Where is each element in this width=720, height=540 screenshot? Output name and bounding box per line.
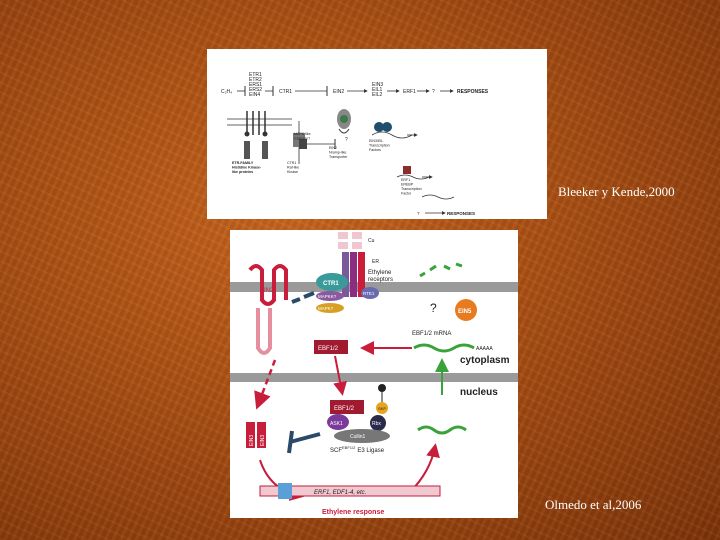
ethylene-response-label: Ethylene response bbox=[322, 509, 384, 516]
ask1-label: ASK1 bbox=[330, 421, 343, 427]
ein5-mrna: ? EIN5 EBF1/2 mRNA AAAAA bbox=[360, 262, 493, 355]
ein2-label: EIN2 bbox=[260, 288, 274, 294]
nuclear-membrane bbox=[230, 373, 518, 382]
responses-caption: RESPONSES bbox=[447, 211, 475, 216]
responses-label: RESPONSES bbox=[457, 89, 489, 95]
ein3-label-b: EIN3 bbox=[260, 435, 266, 446]
mrna-label: EBF1/2 mRNA bbox=[412, 331, 451, 337]
polya-label: AAAAA bbox=[476, 346, 493, 352]
target-gene: ERF1, EDF1-4, etc. bbox=[259, 483, 441, 499]
ein3-dimer: EIN3 EIN3 bbox=[246, 422, 321, 454]
gene-label: ERF1, EDF1-4, etc. bbox=[314, 490, 366, 496]
question-mark: ? bbox=[345, 137, 348, 143]
ebf-label: EBF1/2 bbox=[318, 346, 339, 352]
ein2-label: EIN2 bbox=[333, 89, 344, 95]
mrna-nuclear bbox=[417, 425, 467, 435]
ebf-nuclear-label: EBF1/2 bbox=[334, 406, 355, 412]
scf-complex: EBF1/2 ASK1 SKP Rbx Cullin1 SCFEBF1/2E3 … bbox=[327, 384, 390, 454]
ctr1-complex: CTR1 MAPKK? MAPK? RTE1 bbox=[316, 273, 379, 313]
ctr1-label: CTR1 bbox=[279, 89, 292, 95]
caption-top: Bleeker y Kende,2000 bbox=[558, 184, 675, 199]
ebf-cytoplasm: EBF1/2 bbox=[314, 340, 348, 354]
caption-bottom: Olmedo et al,2006 bbox=[545, 497, 642, 512]
rbx-label: Rbx bbox=[372, 421, 381, 427]
scf-label: SCFEBF1/2E3 Ligase bbox=[330, 445, 385, 454]
cytoplasm-label: cytoplasm bbox=[460, 355, 510, 366]
mapkk-label: MAPKK? bbox=[318, 294, 337, 299]
er-label: ER bbox=[372, 259, 379, 265]
ctr1-label: CTR1 bbox=[323, 281, 339, 287]
ein2-cartoon bbox=[337, 109, 351, 134]
ein3-cartoon bbox=[371, 122, 418, 139]
ethylene-label: C₂H₄ bbox=[221, 89, 232, 95]
ein2-protein: EIN2 bbox=[248, 264, 315, 355]
copper-ions: Cu bbox=[338, 232, 375, 249]
er-membrane bbox=[230, 282, 518, 292]
mapk-label: MAPK? bbox=[318, 306, 334, 311]
erf1-label: ERF1 bbox=[403, 89, 416, 95]
cu-label: Cu bbox=[368, 238, 375, 244]
unknown-label: ? bbox=[432, 89, 435, 95]
ein5-label: EIN5 bbox=[458, 309, 472, 315]
erf1-cartoon bbox=[396, 166, 455, 200]
nucleus-label: nucleus bbox=[460, 387, 498, 398]
question-mark-2: ? bbox=[417, 211, 420, 216]
skp-label: SKP bbox=[378, 406, 386, 411]
ein3-label-a: EIN3 bbox=[249, 435, 255, 446]
rte1-label: RTE1 bbox=[363, 291, 375, 296]
ctr1-mapk-cartoon bbox=[299, 139, 336, 149]
cullin-label: Cullin1 bbox=[350, 434, 366, 440]
question-mark: ? bbox=[430, 301, 437, 315]
